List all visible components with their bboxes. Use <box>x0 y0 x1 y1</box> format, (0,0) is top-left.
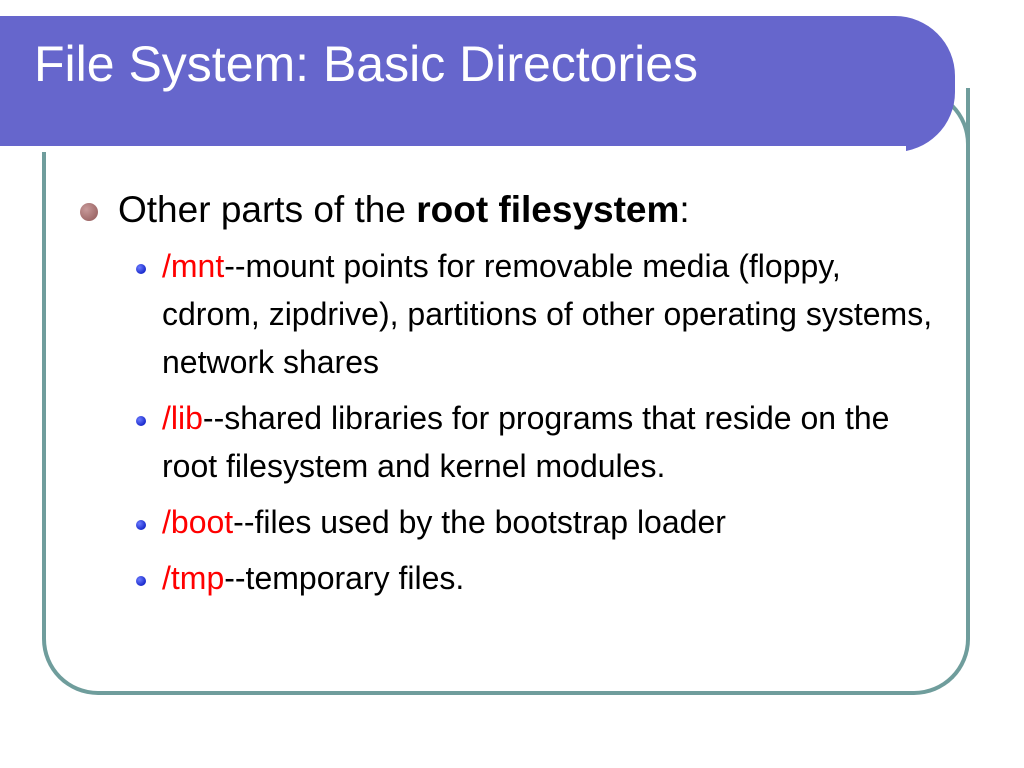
title-underline <box>0 146 906 152</box>
directory-path: /boot <box>162 504 234 540</box>
sub-bullet-mnt: /mnt--mount points for removable media (… <box>78 242 938 386</box>
sub-bullet-boot: /boot--files used by the bootstrap loade… <box>78 498 938 546</box>
main-bullet-prefix: Other parts of the <box>118 189 417 230</box>
title-bar <box>0 16 955 152</box>
directory-description: --files used by the bootstrap loader <box>233 504 726 540</box>
main-bullet-bold: root filesystem <box>416 189 680 230</box>
bullet-dot-icon <box>136 520 146 530</box>
bullet-dot-icon <box>136 264 146 274</box>
bullet-dot-icon <box>136 576 146 586</box>
directory-description: --mount points for removable media (flop… <box>162 248 933 380</box>
sub-bullet-lib: /lib--shared libraries for programs that… <box>78 394 938 490</box>
directory-path: /tmp <box>162 560 225 596</box>
bullet-dot-icon <box>136 416 146 426</box>
sub-bullet-list: /mnt--mount points for removable media (… <box>78 242 938 602</box>
directory-path: /lib <box>162 400 203 436</box>
slide-title: File System: Basic Directories <box>34 36 699 92</box>
main-bullet-suffix: : <box>679 189 690 230</box>
main-bullet: Other parts of the root filesystem: <box>78 186 938 234</box>
bullet-list: Other parts of the root filesystem: /mnt… <box>78 186 938 610</box>
directory-description: --shared libraries for programs that res… <box>162 400 890 484</box>
directory-description: --temporary files. <box>224 560 465 596</box>
bullet-dot-icon <box>80 203 98 221</box>
directory-path: /mnt <box>162 248 225 284</box>
content-frame <box>42 88 970 695</box>
sub-bullet-tmp: /tmp--temporary files. <box>78 554 938 602</box>
